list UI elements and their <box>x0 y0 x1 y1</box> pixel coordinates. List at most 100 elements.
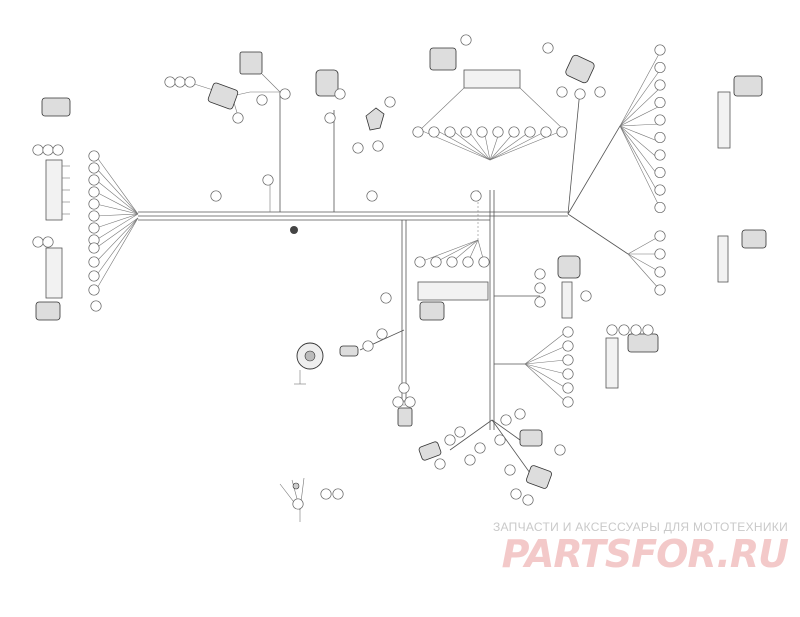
wire-label-node-88 <box>434 458 446 470</box>
wire-label-node-10 <box>88 270 100 282</box>
wire-label-node-55 <box>606 324 618 336</box>
watermark: ЗАПЧАСТИ И АКСЕССУАРЫ ДЛЯ МОТОТЕХНИКИ PA… <box>478 520 789 574</box>
wire-label-node-0 <box>88 150 100 162</box>
wire-label-node-41 <box>414 256 426 268</box>
wire-label-node-99 <box>332 488 344 500</box>
wire-label-node-72 <box>210 190 222 202</box>
wire-label-node-91 <box>494 434 506 446</box>
wire-label-node-36 <box>492 126 504 138</box>
wire-label-node-87 <box>454 426 466 438</box>
wire-label-node-58 <box>642 324 654 336</box>
wire-label-node-35 <box>476 126 488 138</box>
top-middle-fan <box>419 87 565 161</box>
wire-label-node-48 <box>562 354 574 366</box>
starter-solenoid <box>418 441 442 461</box>
wire-label-node-65 <box>279 88 291 100</box>
left-lower-connector <box>45 247 63 299</box>
wire-label-node-77 <box>574 88 586 100</box>
trunk-grommet <box>290 226 298 234</box>
wire-label-node-23 <box>654 149 666 161</box>
left-main-connector <box>45 159 63 221</box>
wire-label-node-51 <box>562 396 574 408</box>
wire-label-node-94 <box>504 464 516 476</box>
top-middle-terminal-block <box>463 69 521 89</box>
wire-label-node-1 <box>88 162 100 174</box>
wire-label-node-18 <box>654 61 666 74</box>
wire-label-node-43 <box>446 256 458 268</box>
wire-label-node-24 <box>654 166 666 179</box>
wire-label-node-98 <box>320 488 332 500</box>
left-main-connector-pins <box>62 165 70 215</box>
wire-label-node-4 <box>88 198 100 210</box>
bracket-component <box>365 107 385 131</box>
wire-label-node-42 <box>430 256 442 268</box>
bottom-right-connector-1 <box>519 429 543 447</box>
wire-label-node-5 <box>88 210 100 222</box>
wire-label-node-70 <box>384 96 396 108</box>
wire-label-node-22 <box>654 131 666 144</box>
sensor-component-1 <box>207 82 239 110</box>
wire-label-node-69 <box>372 140 384 152</box>
wire-label-node-101 <box>90 300 102 312</box>
ignition-coil-component <box>315 69 339 97</box>
wire-label-node-32 <box>428 126 440 138</box>
wire-label-node-81 <box>380 292 392 304</box>
wire-label-node-68 <box>352 142 364 154</box>
wire-label-node-50 <box>562 382 574 394</box>
wire-label-node-29 <box>654 266 666 278</box>
wire-label-node-78 <box>594 86 606 98</box>
wire-label-node-86 <box>444 434 456 446</box>
bottom-right-connector-2 <box>526 465 552 489</box>
right-lower-connector <box>605 337 619 389</box>
wire-label-nodes <box>32 34 666 510</box>
wire-label-node-84 <box>392 396 404 408</box>
antenna-ground <box>294 370 306 385</box>
wire-label-node-82 <box>362 340 374 352</box>
wire-label-node-6 <box>88 222 100 234</box>
wire-label-node-47 <box>562 340 574 352</box>
wire-label-node-28 <box>654 248 666 260</box>
top-right-sensor <box>565 54 595 84</box>
wire-label-node-26 <box>654 201 666 214</box>
wire-label-node-76 <box>556 86 568 98</box>
wire-label-node-34 <box>460 126 472 138</box>
wire-label-node-96 <box>522 494 534 506</box>
right-middle-fan <box>627 235 661 291</box>
wire-label-node-74 <box>470 190 482 202</box>
wire-label-node-8 <box>88 242 100 254</box>
wire-label-node-63 <box>256 94 268 106</box>
wire-label-node-59 <box>164 76 176 88</box>
wire-label-node-17 <box>654 44 666 56</box>
wire-label-node-56 <box>618 324 630 336</box>
wire-label-node-16 <box>42 236 54 248</box>
wire-label-node-20 <box>654 96 666 109</box>
right-middle-connector-housing <box>741 229 767 249</box>
wire-label-node-80 <box>376 328 388 340</box>
right-upper-connector-housing <box>733 75 763 97</box>
wire-label-node-46 <box>562 326 574 338</box>
right-lower-connector-housing <box>627 333 659 353</box>
round-connector-plug <box>339 345 359 357</box>
wire-label-node-39 <box>540 126 552 138</box>
wire-label-node-37 <box>508 126 520 138</box>
left-lower-fan <box>95 217 139 291</box>
wire-label-node-30 <box>654 284 666 296</box>
wire-label-node-73 <box>460 34 472 46</box>
wire-label-node-27 <box>654 230 666 242</box>
right-upper-connector <box>717 91 731 149</box>
wire-label-node-11 <box>88 284 100 296</box>
wire-label-node-9 <box>88 256 100 268</box>
wire-label-node-75 <box>542 42 554 54</box>
left-upper-fan <box>95 155 139 241</box>
wire-label-node-64 <box>262 174 274 186</box>
wire-label-node-66 <box>334 88 346 100</box>
center-connector-housing <box>419 301 445 321</box>
wire-label-node-67 <box>324 112 336 124</box>
wire-label-node-52 <box>534 268 546 280</box>
wire-label-node-79 <box>580 290 592 302</box>
wire-label-node-49 <box>562 368 574 380</box>
main-harness-trunk <box>138 89 629 481</box>
wire-label-node-97 <box>554 444 566 456</box>
wire-label-node-71 <box>366 190 378 202</box>
